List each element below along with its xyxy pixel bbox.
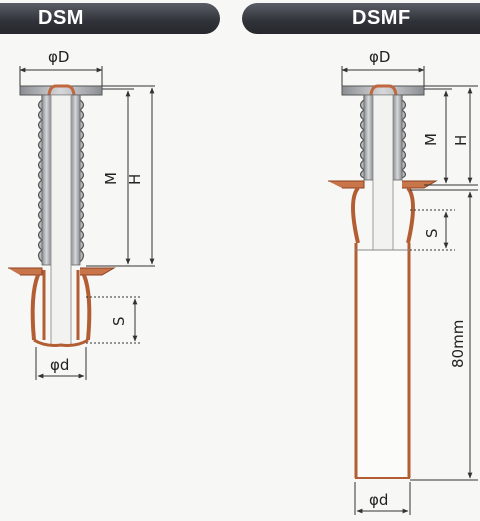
dsm-phi-D-label: φD xyxy=(48,48,69,66)
dsm-inner-tube xyxy=(50,94,72,346)
dsmf-copper-leg-right xyxy=(406,186,415,244)
dsm-copper-leg-right xyxy=(82,274,92,341)
dsmf-long-tube xyxy=(355,250,410,478)
dsm-S-label: S xyxy=(110,316,128,326)
dsm-dimensions xyxy=(19,66,155,380)
dsmf-part xyxy=(328,84,438,479)
dsm-H-label: H xyxy=(126,174,144,185)
dsmf-dimensions xyxy=(341,66,478,515)
dsmf-top-copper-ring xyxy=(369,84,398,96)
header-dsm-label: DSM xyxy=(38,7,84,29)
dsmf-copper-leg-left xyxy=(351,186,360,244)
header-dsmf: DSMF xyxy=(242,3,480,34)
dsm-copper-leg-left xyxy=(30,274,40,341)
dsmf-bellows-left xyxy=(359,95,366,179)
header-dsmf-label: DSMF xyxy=(352,7,411,29)
dsm-part xyxy=(8,84,116,347)
dsmf-bellows-right xyxy=(400,95,407,179)
dsm-bellows-left xyxy=(37,95,44,263)
dsmf-phi-d-label: φd xyxy=(369,491,388,509)
dsmf-length-label: 80mm xyxy=(449,320,467,368)
dsmf-S-label: S xyxy=(423,228,441,238)
dsm-top-copper-ring xyxy=(47,84,76,96)
dsm-bellows-right xyxy=(78,95,85,263)
dsm-phi-d-label: φd xyxy=(50,356,69,374)
dsmf-H-label: H xyxy=(452,135,470,146)
header-dsm: DSM xyxy=(0,3,220,34)
dsmf-phi-D-label: φD xyxy=(369,48,390,66)
dsmf-M-label: M xyxy=(422,133,440,146)
dsm-M-label: M xyxy=(102,172,120,185)
dsmf-inner-tube xyxy=(372,94,394,251)
